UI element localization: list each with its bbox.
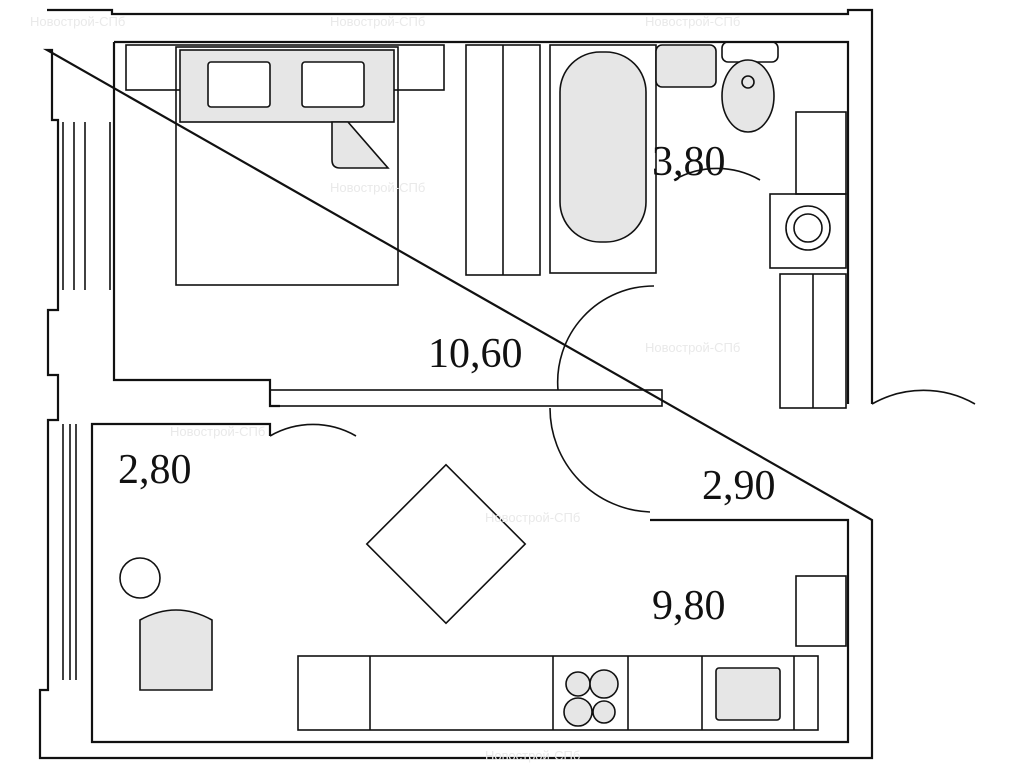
side-table bbox=[119, 557, 161, 599]
toilet bbox=[721, 41, 779, 133]
room-area-bathroom: 3,80 bbox=[652, 139, 726, 185]
balcony-door-swing bbox=[269, 423, 357, 437]
bed bbox=[125, 44, 445, 286]
watermark: Новострой-СПб bbox=[645, 340, 741, 355]
window-left-top bbox=[62, 122, 111, 290]
window-left-bottom bbox=[62, 424, 77, 680]
armchair bbox=[139, 609, 213, 691]
bathroom-sink bbox=[655, 44, 717, 88]
outer-wall bbox=[38, 8, 874, 760]
watermark: Новострой-СПб bbox=[330, 14, 426, 29]
front-door-swing bbox=[871, 389, 976, 405]
washing-machine bbox=[769, 111, 847, 269]
pillow-icon bbox=[207, 61, 271, 108]
room-area-kitchen: 9,80 bbox=[652, 583, 726, 629]
dining-table bbox=[365, 463, 527, 625]
watermark: Новострой-СПб bbox=[330, 180, 426, 195]
room-area-living: 10,60 bbox=[428, 331, 523, 377]
pillow-icon bbox=[301, 61, 365, 108]
fridge bbox=[795, 575, 847, 647]
bathroom-door-swing bbox=[673, 167, 761, 181]
watermark: Новострой-СПб bbox=[30, 14, 126, 29]
watermark: Новострой-СПб bbox=[485, 510, 581, 525]
entrance-door-swing bbox=[549, 407, 651, 513]
watermark: Новострой-СПб bbox=[645, 14, 741, 29]
hall-door-swing bbox=[556, 285, 655, 391]
room-area-hallway: 2,90 bbox=[702, 463, 776, 509]
partition-wall bbox=[269, 389, 663, 407]
kitchen-counter bbox=[297, 655, 819, 731]
watermark: Новострой-СПб bbox=[170, 424, 266, 439]
watermark: Новострой-СПб bbox=[485, 748, 581, 763]
room-area-balcony: 2,80 bbox=[118, 447, 192, 493]
bathtub bbox=[549, 44, 657, 274]
